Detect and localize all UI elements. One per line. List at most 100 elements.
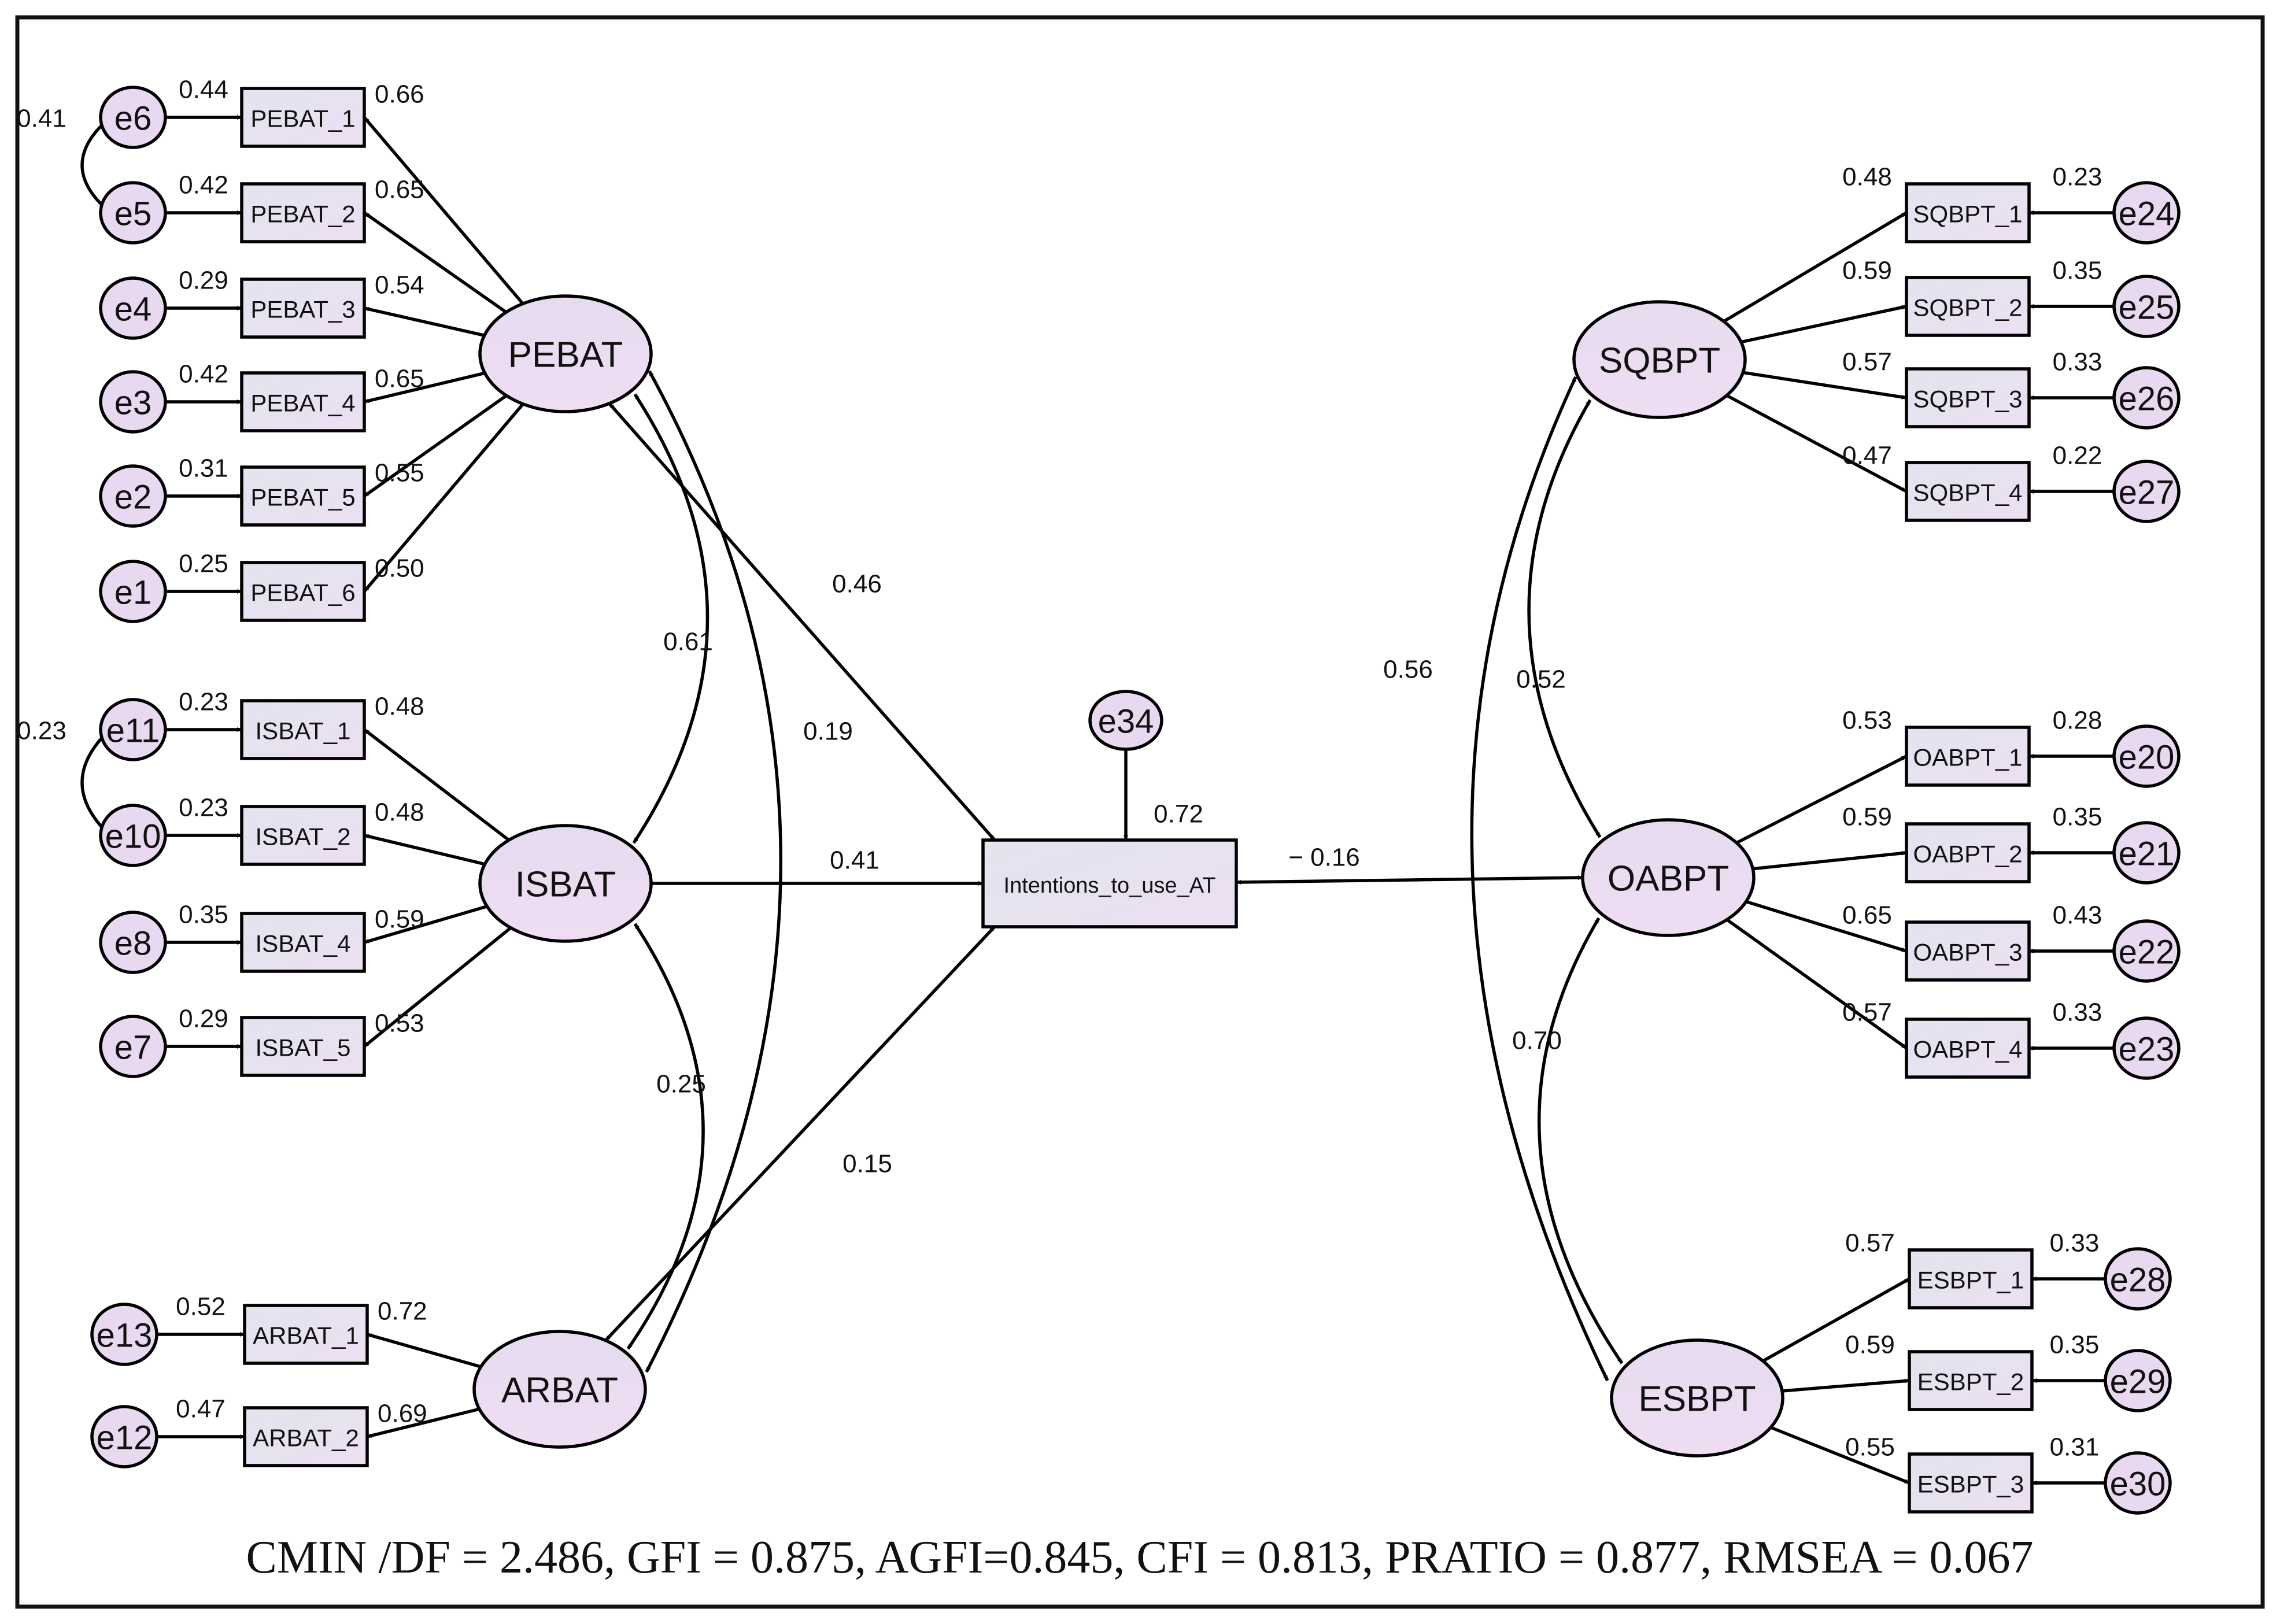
r2-isbat-2: 0.23 [179,794,228,822]
covariance-sqbpt-esbpt [1470,376,1609,1382]
error-circle-e20 [2112,724,2181,788]
indicator-box-arbat-1 [243,1304,369,1365]
indicator-box-pebat-4 [240,371,366,432]
indicator-box-isbat-1 [240,699,366,760]
latent-label-sqbpt: SQBPT [1599,341,1720,381]
loading-arrow-arbat-1 [367,1333,482,1368]
error-label-e23: e23 [2119,1031,2175,1068]
loading-oabpt-1: 0.53 [1842,706,1892,735]
indicator-box-pebat-5 [240,465,366,527]
loading-sqbpt-2: 0.59 [1842,257,1892,285]
error-label-e29: e29 [2110,1363,2166,1401]
loading-pebat-3: 0.54 [375,271,424,299]
covariance-value-pebat-arbat: 0.19 [803,717,853,746]
indicator-box-isbat-2 [240,805,366,866]
error-circle-e28 [2104,1247,2172,1311]
indicator-box-isbat-4 [240,912,366,973]
indicator-label-oabpt-2: OABPT_2 [1913,841,2022,868]
error-circle-e7 [99,1015,167,1078]
error-label-e28: e28 [2110,1262,2166,1299]
nodes-layer [90,86,2181,1515]
error-circle-e10 [99,804,167,867]
loading-sqbpt-3: 0.57 [1842,348,1892,376]
path-value-isbat: 0.41 [830,846,880,875]
indicator-box-sqbpt-2 [1905,276,2031,337]
path-arbat-intentions [604,926,996,1342]
fit-indices: CMIN /DF = 2.486, GFI = 0.875, AGFI=0.84… [246,1532,2033,1583]
error-circle-e11 [99,698,167,761]
indicator-label-isbat-5: ISBAT_5 [256,1034,351,1061]
error-circle-e1 [99,560,167,623]
error-covariance-e6-e5 [80,120,106,210]
r2-oabpt-1: 0.28 [2053,706,2102,735]
indicator-box-esbpt-1 [1908,1248,2034,1309]
loading-arrow-sqbpt-4 [1725,394,1908,493]
r2-pebat-4: 0.42 [179,360,228,389]
latent-label-esbpt: ESBPT [1638,1379,1756,1419]
covariance-oabpt-esbpt [1537,917,1624,1364]
error-circle-e23 [2112,1016,2181,1080]
loading-arrow-oabpt-3 [1745,900,1907,953]
indicator-box-pebat-2 [240,182,366,243]
r2-isbat-1: 0.23 [179,688,228,716]
r2-isbat-4: 0.35 [179,901,228,929]
loading-arrow-arbat-2 [367,1407,480,1438]
error-label-e6: e6 [114,100,152,138]
indicator-label-esbpt-3: ESBPT_3 [1917,1471,2024,1498]
loading-pebat-1: 0.66 [375,80,424,109]
covariance-value-isbat-arbat: 0.25 [656,1070,706,1098]
error-circle-e27 [2112,460,2181,523]
r2-esbpt-2: 0.35 [2050,1331,2100,1359]
loading-arrow-esbpt-3 [1770,1426,1911,1485]
indicator-label-sqbpt-1: SQBPT_1 [1913,201,2022,228]
loading-arrow-sqbpt-3 [1742,371,1907,399]
error-label-e21: e21 [2119,835,2175,873]
loading-arrow-pebat-3 [364,306,485,337]
error-circle-e8 [99,911,167,974]
r2-sqbpt-3: 0.33 [2053,348,2102,376]
r2-sqbpt-1: 0.23 [2053,163,2102,191]
r2-esbpt-3: 0.31 [2050,1433,2100,1462]
indicator-label-esbpt-1: ESBPT_1 [1917,1267,2024,1294]
indicator-box-pebat-1 [240,87,366,148]
error-label-e1: e1 [114,574,152,612]
r2-pebat-3: 0.29 [179,267,228,295]
indicator-box-esbpt-2 [1908,1350,2034,1411]
error-circle-e22 [2112,919,2181,983]
error-circle-e4 [99,276,167,340]
r2-pebat-1: 0.44 [179,76,228,104]
error-label-e27: e27 [2119,474,2175,512]
loading-oabpt-4: 0.57 [1842,998,1892,1027]
r2-isbat-5: 0.29 [179,1005,228,1033]
r2-pebat-2: 0.42 [179,171,228,199]
indicator-label-pebat-4: PEBAT_4 [250,390,355,417]
loading-arrow-pebat-6 [363,403,524,593]
error-circle-e21 [2112,821,2181,885]
edges-layer [80,115,2114,1485]
r2-arbat-2: 0.47 [176,1395,226,1423]
path-pebat-intentions [608,402,996,841]
error-circle-e12 [90,1405,158,1468]
latent-label-pebat: PEBAT [508,335,623,375]
loading-arrow-pebat-4 [364,371,486,404]
indicator-label-isbat-4: ISBAT_4 [256,930,351,957]
error-label-e25: e25 [2119,289,2175,327]
indicator-label-arbat-1: ARBAT_1 [253,1322,359,1349]
outcome-box [981,838,1238,928]
latent-label-isbat: ISBAT [515,865,616,905]
loading-isbat-5: 0.53 [375,1009,424,1038]
loading-arbat-1: 0.72 [378,1297,427,1326]
loading-arrow-sqbpt-1 [1723,211,1908,323]
error-label-e11: e11 [106,712,160,750]
loading-arrow-isbat-4 [364,905,487,944]
indicator-label-oabpt-1: OABPT_1 [1913,744,2022,771]
error-circle-e2 [99,464,167,528]
error-cov-value-e11-e10: 0.23 [17,717,66,745]
indicator-label-pebat-5: PEBAT_5 [250,484,355,511]
error-circle-e24 [2112,181,2181,245]
r2-oabpt-3: 0.43 [2053,901,2102,930]
covariance-sqbpt-oabpt [1527,399,1602,838]
error-label-e7: e7 [114,1029,152,1067]
